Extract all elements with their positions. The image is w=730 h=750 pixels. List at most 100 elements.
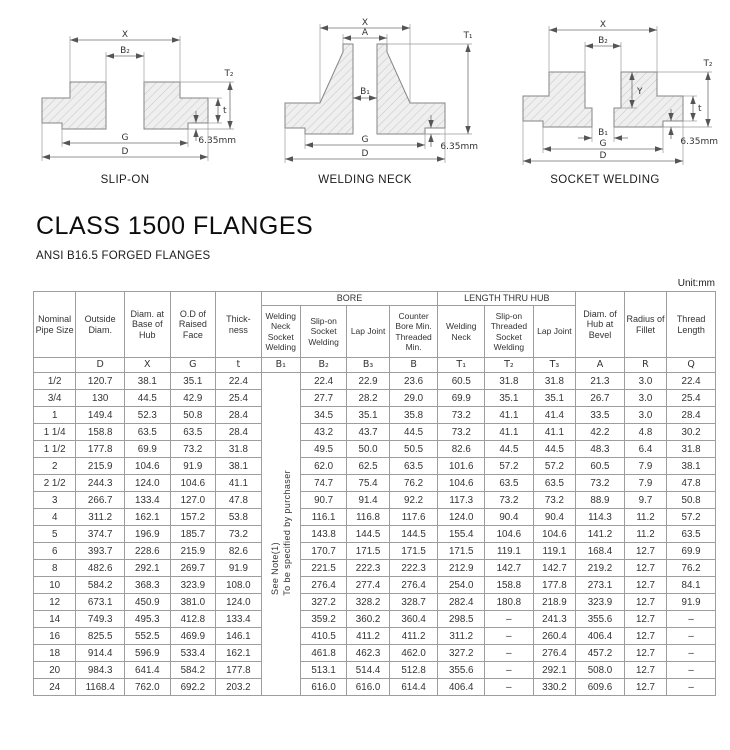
pipe-size-cell: 1 1/4 (32, 423, 77, 441)
value-cell: 762.0 (124, 678, 171, 696)
value-cell: 277.4 (346, 576, 390, 594)
value-cell: 30.2 (666, 423, 716, 441)
letter-t: t (215, 357, 262, 373)
value-cell: 177.8 (215, 661, 262, 679)
socket-welding-diagram: X B₂ Y B₁ G D t (486, 8, 724, 186)
value-cell: 29.0 (388, 389, 439, 407)
value-cell: 124.0 (124, 474, 171, 492)
pipe-size-cell: 18 (32, 644, 77, 662)
socket-welding-caption: SOCKET WELDING (550, 174, 660, 186)
pipe-size-cell: 1/2 (32, 372, 77, 390)
value-cell: 25.4 (666, 389, 716, 407)
value-cell: 412.8 (169, 610, 217, 628)
value-cell: 91.9 (215, 559, 262, 577)
value-cell: 47.8 (666, 474, 716, 492)
value-cell: 222.3 (388, 559, 439, 577)
value-cell: 12.7 (623, 644, 668, 662)
value-cell: 144.5 (388, 525, 439, 543)
value-cell: 273.1 (575, 576, 625, 594)
value-cell: 596.9 (124, 644, 171, 662)
value-cell: 215.9 (75, 457, 126, 475)
value-cell: 31.8 (666, 440, 716, 458)
letter-b: B (388, 357, 439, 373)
col-header-hub-welding-neck: Welding Neck (437, 305, 486, 358)
value-cell: – (484, 644, 534, 662)
value-cell: 311.2 (437, 627, 486, 645)
value-cell: 149.4 (75, 406, 126, 424)
col-header-nominal-pipe-size: Nominal Pipe Size (32, 291, 77, 358)
col-header-bore-welding-neck: Welding Neck Socket Welding (260, 305, 301, 358)
value-cell: 276.4 (532, 644, 577, 662)
welding-neck-diagram: X A B₁ G D T₁ 6.35mm WELDING NE (246, 8, 484, 186)
value-cell: 92.2 (388, 491, 439, 509)
slip-on-diagram: X B₂ G D t T₂ 6.35mm SLIP-ON (6, 8, 244, 186)
dim-label-x: X (122, 30, 128, 40)
pipe-size-cell: 20 (32, 661, 77, 679)
value-cell: 73.2 (437, 406, 486, 424)
value-cell: 114.3 (575, 508, 625, 526)
value-cell: 825.5 (75, 627, 126, 645)
value-cell: 196.9 (124, 525, 171, 543)
value-cell: 43.7 (346, 423, 390, 441)
unit-label: Unit:mm (677, 278, 715, 289)
value-cell: 28.4 (215, 406, 262, 424)
value-cell: 533.4 (169, 644, 217, 662)
value-cell: 292.1 (124, 559, 171, 577)
pipe-size-cell: 3 (32, 491, 77, 509)
value-cell: 7.9 (623, 474, 668, 492)
pipe-size-cell: 4 (32, 508, 77, 526)
value-cell: 514.4 (346, 661, 390, 679)
value-cell: 119.1 (532, 542, 577, 560)
dim-label-face: 6.35mm (440, 142, 478, 152)
dim-label-g: G (122, 133, 129, 143)
dim-label-t: t (223, 106, 227, 116)
value-cell: 116.1 (299, 508, 348, 526)
page-title: CLASS 1500 FLANGES (36, 212, 314, 240)
dim-label-d: D (362, 149, 369, 159)
letter-t3: T₃ (532, 357, 577, 373)
letter-t1: T₁ (437, 357, 486, 373)
value-cell: 355.6 (437, 661, 486, 679)
value-cell: 360.2 (346, 610, 390, 628)
value-cell: 244.3 (75, 474, 126, 492)
bore-note-cell: See Note(1)To be specified by purchaser (260, 372, 301, 696)
value-cell: 84.1 (666, 576, 716, 594)
welding-neck-caption: WELDING NECK (318, 174, 412, 186)
pipe-size-cell: 1 (32, 406, 77, 424)
value-cell: 42.2 (575, 423, 625, 441)
dim-label-d: D (122, 147, 129, 157)
value-cell: 614.4 (388, 678, 439, 696)
value-cell: 311.2 (75, 508, 126, 526)
value-cell: 50.8 (666, 491, 716, 509)
value-cell: 552.5 (124, 627, 171, 645)
value-cell: 62.5 (346, 457, 390, 475)
value-cell: 3.0 (623, 406, 668, 424)
value-cell: 52.3 (124, 406, 171, 424)
letter-d: D (75, 357, 126, 373)
value-cell: 104.6 (124, 457, 171, 475)
value-cell: 108.0 (215, 576, 262, 594)
value-cell: 282.4 (437, 593, 486, 611)
value-cell: 513.1 (299, 661, 348, 679)
value-cell: 63.5 (484, 474, 534, 492)
value-cell: 12.7 (623, 593, 668, 611)
value-cell: 120.7 (75, 372, 126, 390)
value-cell: – (666, 644, 716, 662)
value-cell: 117.6 (388, 508, 439, 526)
pipe-size-cell: 6 (32, 542, 77, 560)
value-cell: 104.6 (484, 525, 534, 543)
dim-label-b2: B₂ (598, 36, 608, 46)
value-cell: 461.8 (299, 644, 348, 662)
value-cell: 124.0 (215, 593, 262, 611)
value-cell: 162.1 (124, 508, 171, 526)
value-cell: 50.8 (169, 406, 217, 424)
value-cell: 219.2 (575, 559, 625, 577)
value-cell: 266.7 (75, 491, 126, 509)
